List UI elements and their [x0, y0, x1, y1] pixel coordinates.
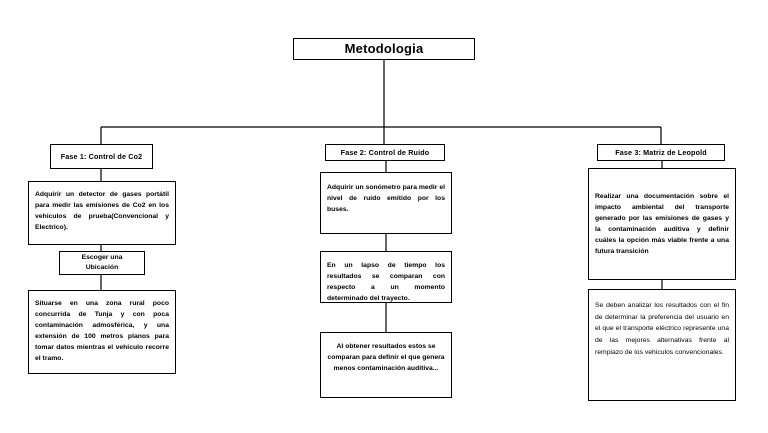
- node-phase-1-step-1-text: Adquirir un detector de gases portátil p…: [35, 191, 169, 231]
- node-phase-1-step-2[interactable]: Escoger una Ubicación: [59, 251, 145, 275]
- node-phase-1-step-3[interactable]: Situarse en una zona rural poco concurri…: [28, 290, 176, 374]
- node-phase-2-step-2-text: En un lapso de tiempo los resultados se …: [327, 262, 445, 302]
- node-phase-3-step-1-text: Realizar una documentación sobre el impa…: [595, 193, 729, 255]
- node-root-label: Metodologia: [344, 41, 424, 57]
- node-phase-1-step-3-text: Situarse en una zona rural poco concurri…: [35, 300, 169, 362]
- node-phase-1-label: Fase 1: Control de Co2: [60, 151, 143, 161]
- node-phase-3-step-2[interactable]: Se deben analizar los resultados con el …: [588, 289, 736, 401]
- node-phase-3-header[interactable]: Fase 3: Matriz de Leopold: [597, 144, 725, 161]
- node-phase-3-label: Fase 3: Matriz de Leopold: [615, 147, 707, 157]
- node-phase-2-step-1-text: Adquirir un sonómetro para medir el nive…: [327, 184, 445, 213]
- node-phase-1-step-2-text: Escoger una Ubicación: [81, 254, 123, 271]
- node-phase-1-step-1[interactable]: Adquirir un detector de gases portátil p…: [28, 181, 176, 245]
- node-phase-2-step-3-text: Al obtener resultados estos se comparan …: [327, 343, 445, 372]
- node-phase-2-header[interactable]: Fase 2: Control de Ruido: [325, 144, 445, 161]
- node-phase-3-step-1[interactable]: Realizar una documentación sobre el impa…: [588, 168, 736, 280]
- node-phase-1-header[interactable]: Fase 1: Control de Co2: [50, 144, 153, 169]
- node-phase-2-step-3[interactable]: Al obtener resultados estos se comparan …: [320, 332, 452, 398]
- node-phase-2-step-1[interactable]: Adquirir un sonómetro para medir el nive…: [320, 172, 452, 234]
- node-phase-3-step-2-text: Se deben analizar los resultados con el …: [595, 302, 729, 356]
- node-phase-2-label: Fase 2: Control de Ruido: [340, 147, 430, 157]
- node-phase-2-step-2[interactable]: En un lapso de tiempo los resultados se …: [320, 251, 452, 303]
- node-root-metodologia[interactable]: Metodologia: [293, 38, 475, 60]
